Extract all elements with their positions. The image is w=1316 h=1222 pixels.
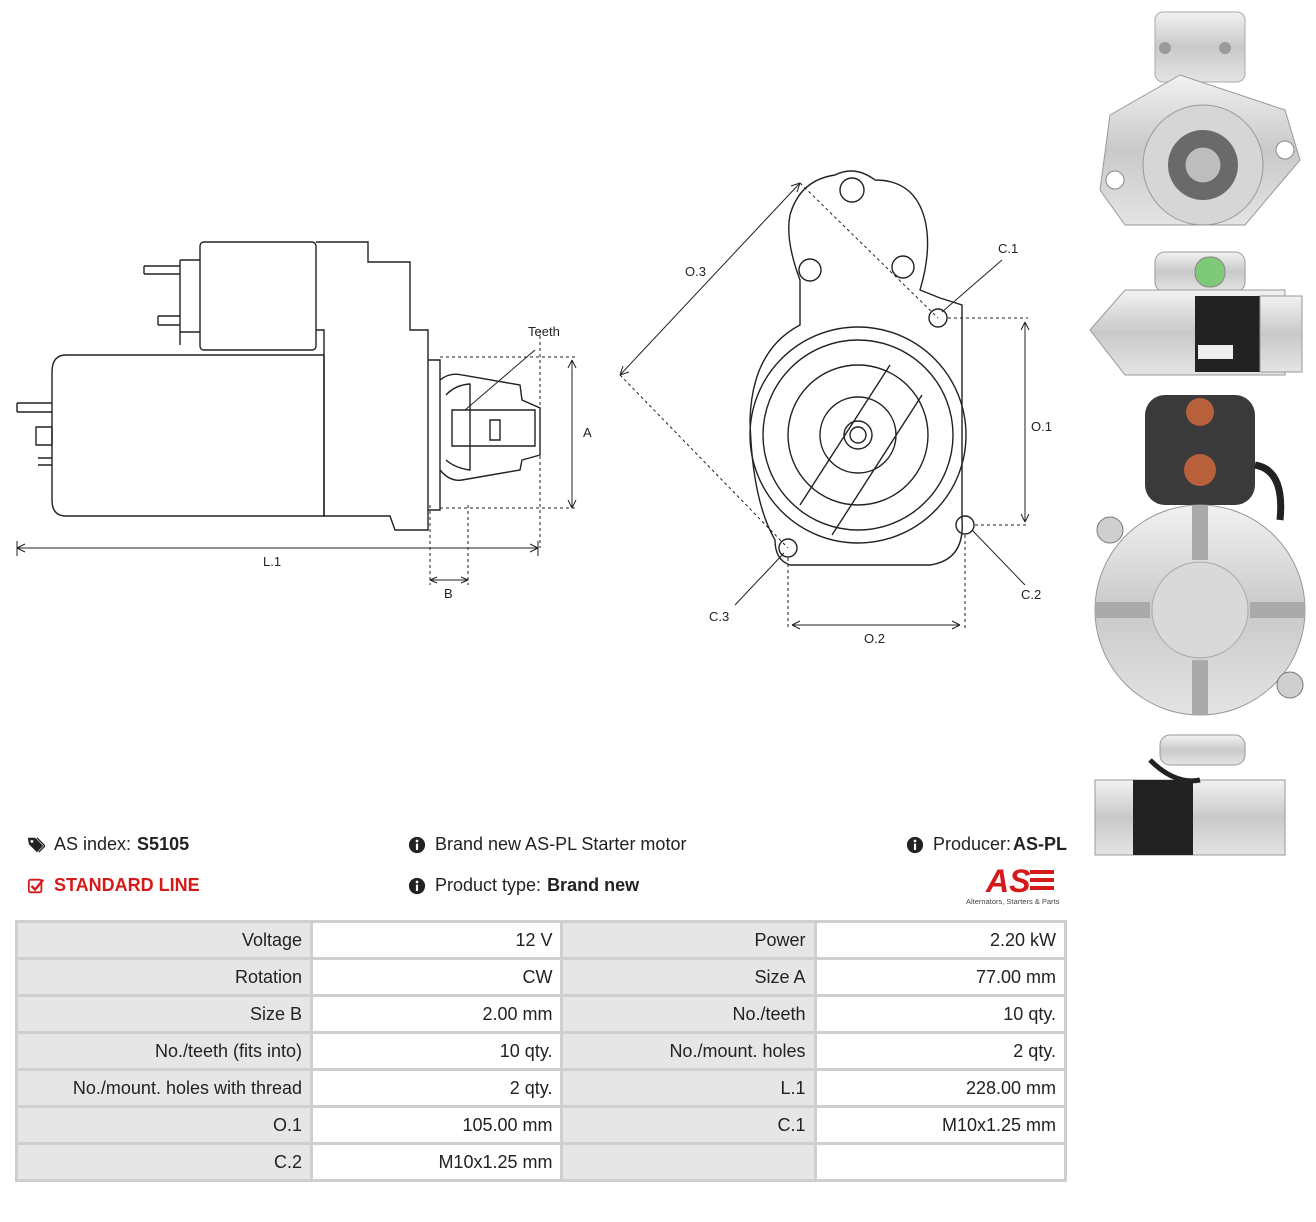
spec-value: 10 qty.: [313, 1034, 561, 1068]
spec-value: M10x1.25 mm: [313, 1145, 561, 1179]
checkbox-checked-icon: [27, 878, 45, 893]
spec-key: L.1: [563, 1071, 814, 1105]
technical-drawing: Teeth A B L.1 O.3 O.1 O.2 C.1 C.2 C.3: [16, 170, 1052, 646]
producer-row: Producer:AS-PL: [906, 834, 1067, 855]
as-pl-logo: AS Alternators, Starters & Parts: [966, 863, 1060, 906]
product-type-label: Product type:: [435, 875, 542, 895]
logo-tagline: Alternators, Starters & Parts: [966, 897, 1060, 906]
spec-value: 2 qty.: [313, 1071, 561, 1105]
spec-value: 2 qty.: [816, 1034, 1064, 1068]
label-c2: C.2: [1021, 587, 1041, 602]
product-type-row: Product type:Brand new: [408, 875, 639, 896]
spec-key: Rotation: [18, 960, 311, 994]
spec-value: 2.20 kW: [816, 923, 1064, 957]
label-o3: O.3: [685, 264, 706, 279]
table-row: Rotation CW Size A 77.00 mm: [18, 960, 1064, 994]
standard-line-row: STANDARD LINE: [27, 875, 200, 896]
info-icon: [408, 836, 426, 853]
label-o1: O.1: [1031, 419, 1052, 434]
spec-value: 228.00 mm: [816, 1071, 1064, 1105]
spec-value: 12 V: [313, 923, 561, 957]
spec-key: Size B: [18, 997, 311, 1031]
spec-value: M10x1.25 mm: [816, 1108, 1064, 1142]
spec-value: [816, 1145, 1064, 1179]
spec-key: C.1: [563, 1108, 814, 1142]
table-row: O.1 105.00 mm C.1 M10x1.25 mm: [18, 1108, 1064, 1142]
producer-label: Producer:: [933, 834, 1012, 854]
spec-key: [563, 1145, 814, 1179]
spec-key: C.2: [18, 1145, 311, 1179]
front-dimensions: [619, 182, 1030, 630]
spec-table: Voltage 12 V Power 2.20 kW Rotation CW S…: [15, 920, 1067, 1182]
logo-text: AS: [985, 863, 1031, 899]
product-photos: [1089, 11, 1306, 856]
label-c1: C.1: [998, 241, 1018, 256]
standard-line-label: STANDARD LINE: [54, 875, 200, 895]
spec-value: 105.00 mm: [313, 1108, 561, 1142]
photo-front: [1099, 11, 1301, 226]
as-index-label: AS index:: [54, 834, 132, 854]
label-b: B: [444, 586, 453, 601]
table-row: Voltage 12 V Power 2.20 kW: [18, 923, 1064, 957]
table-row: No./mount. holes with thread 2 qty. L.1 …: [18, 1071, 1064, 1105]
description-text: Brand new AS-PL Starter motor: [435, 834, 687, 854]
producer-value: AS-PL: [1013, 834, 1068, 854]
info-icon: [408, 877, 426, 894]
tags-icon: [27, 836, 45, 853]
label-c3: C.3: [709, 609, 729, 624]
spec-key: Voltage: [18, 923, 311, 957]
label-l1: L.1: [263, 554, 281, 569]
spec-key: No./mount. holes: [563, 1034, 814, 1068]
spec-key: O.1: [18, 1108, 311, 1142]
spec-value: CW: [313, 960, 561, 994]
info-icon: [906, 836, 924, 853]
spec-value: 10 qty.: [816, 997, 1064, 1031]
description-row: Brand new AS-PL Starter motor: [408, 834, 686, 855]
label-o2: O.2: [864, 631, 885, 646]
side-dimensions: [16, 330, 577, 585]
photo-rear: [1094, 395, 1306, 716]
spec-key: No./teeth: [563, 997, 814, 1031]
as-index-value: S5105: [137, 834, 190, 854]
photo-side-top: [1094, 734, 1286, 856]
product-type-value: Brand new: [547, 875, 640, 895]
spec-key: Power: [563, 923, 814, 957]
spec-key: No./mount. holes with thread: [18, 1071, 311, 1105]
table-row: C.2 M10x1.25 mm: [18, 1145, 1064, 1179]
table-row: Size B 2.00 mm No./teeth 10 qty.: [18, 997, 1064, 1031]
label-teeth: Teeth: [528, 324, 560, 339]
spec-key: No./teeth (fits into): [18, 1034, 311, 1068]
spec-value: 77.00 mm: [816, 960, 1064, 994]
spec-value: 2.00 mm: [313, 997, 561, 1031]
front-view: [749, 170, 975, 566]
table-row: No./teeth (fits into) 10 qty. No./mount.…: [18, 1034, 1064, 1068]
spec-key: Size A: [563, 960, 814, 994]
as-index-row: AS index:S5105: [27, 834, 189, 855]
side-view: [16, 241, 541, 531]
label-a: A: [583, 425, 592, 440]
photo-side: [1089, 251, 1303, 376]
